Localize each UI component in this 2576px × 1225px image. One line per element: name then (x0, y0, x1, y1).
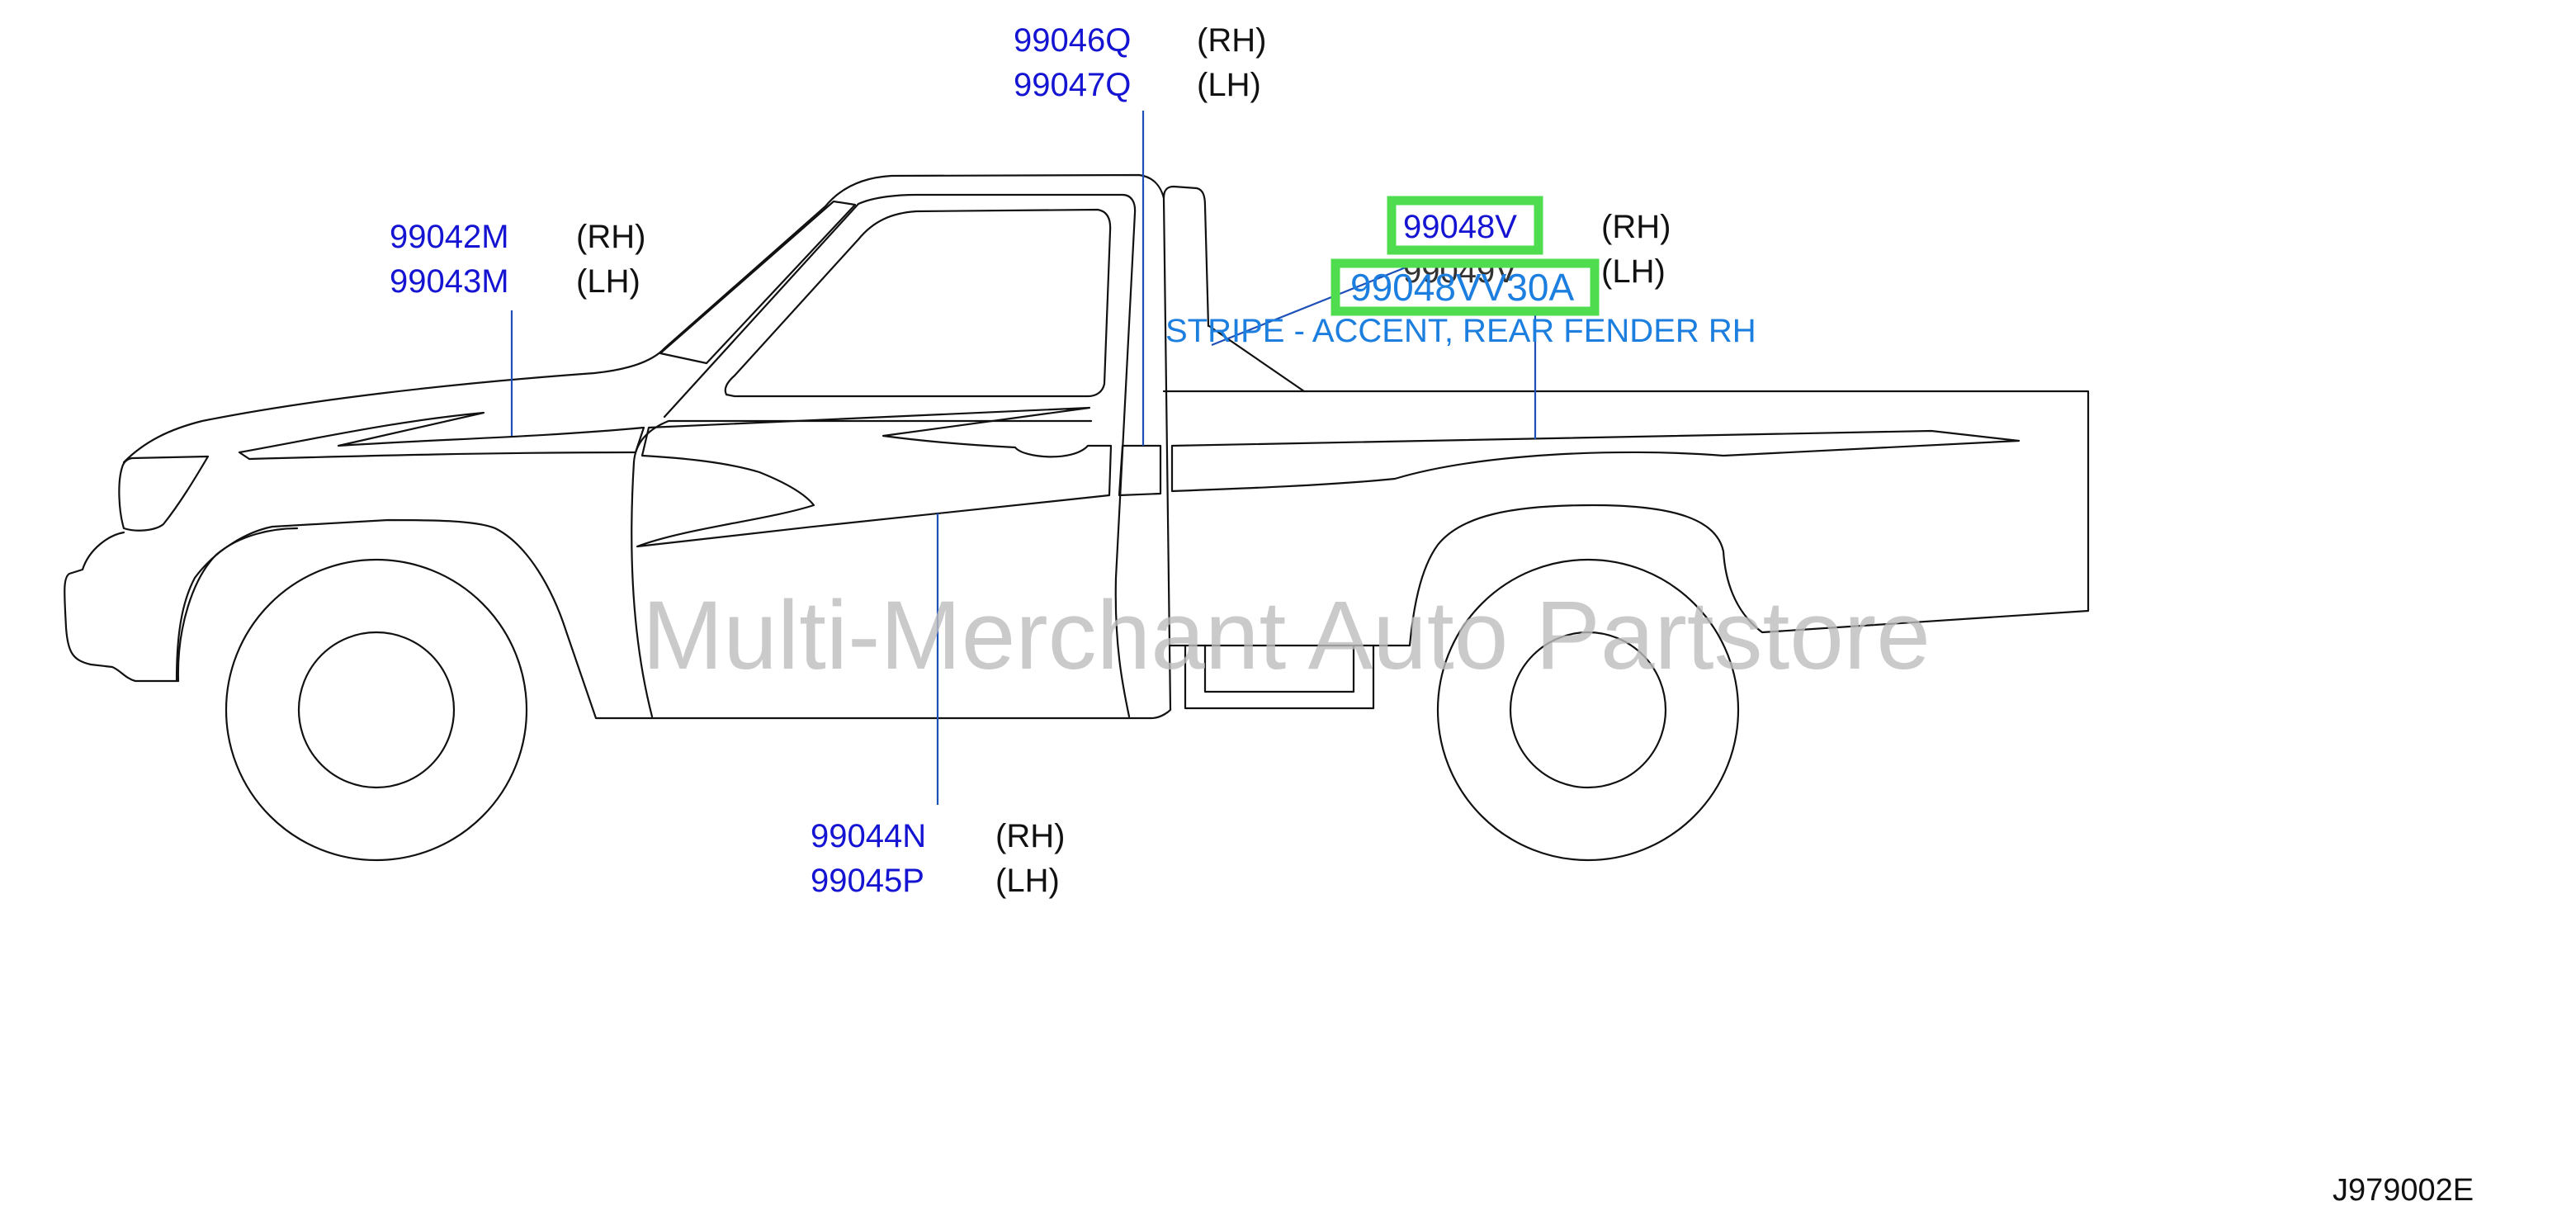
part-number-door-rh[interactable]: 99044N (811, 818, 926, 854)
diagram-code: J979002E (2333, 1173, 2474, 1208)
b-pillar (1162, 185, 1306, 393)
windshield-pillar (659, 200, 857, 365)
popup-part-number[interactable]: 99048VV30A (1350, 266, 1574, 309)
part-number-door-lh[interactable]: 99045P (811, 863, 924, 899)
watermark: Multi-Merchant Auto Partstore (642, 581, 1931, 690)
part-number-b-pillar-rh[interactable]: 99046Q (1014, 22, 1131, 59)
truck-line-art (64, 173, 2090, 862)
side-label-door-lh: (LH) (995, 863, 1060, 899)
side-label-hood-rh: (RH) (576, 219, 645, 255)
door-front-edge (663, 193, 1137, 718)
bed-outline (1162, 390, 2090, 647)
side-label-b-pillar-rh: (RH) (1197, 22, 1266, 59)
hood-stripe (238, 411, 645, 461)
front-wheel-arch (177, 527, 299, 683)
leader-rear-fender-diag (1211, 261, 1419, 347)
rear-rim (1509, 631, 1667, 789)
side-window (724, 208, 1112, 398)
side-label-b-pillar-lh: (LH) (1197, 67, 1261, 103)
side-label-rear-fender-lh: (LH) (1601, 253, 1666, 290)
part-number-b-pillar-lh[interactable]: 99047Q (1014, 67, 1131, 103)
part-number-hood-rh[interactable]: 99042M (390, 219, 509, 255)
popup-part-number-box[interactable] (1331, 258, 1600, 316)
part-number-rear-fender-rh[interactable]: 99048V (1403, 209, 1517, 245)
rear-tire (1436, 558, 1740, 862)
door-stripe (636, 406, 1113, 548)
running-board (1184, 644, 1375, 710)
front-rim (297, 631, 456, 789)
rear-fender-stripe (1170, 429, 2021, 493)
part-number-hood-lh[interactable]: 99043M (390, 263, 509, 300)
door-outline (631, 419, 1093, 718)
b-pillar-stripe (1118, 444, 1162, 497)
side-label-hood-lh: (LH) (576, 263, 640, 300)
headlight (118, 455, 210, 532)
side-label-rear-fender-rh: (RH) (1601, 209, 1671, 245)
side-label-door-rh: (RH) (995, 818, 1065, 854)
front-bumper (64, 531, 180, 683)
front-tire (225, 558, 528, 862)
popup-description: STRIPE - ACCENT, REAR FENDER RH (1165, 313, 1756, 349)
highlight-box-rear-fender-rh[interactable] (1387, 196, 1543, 255)
